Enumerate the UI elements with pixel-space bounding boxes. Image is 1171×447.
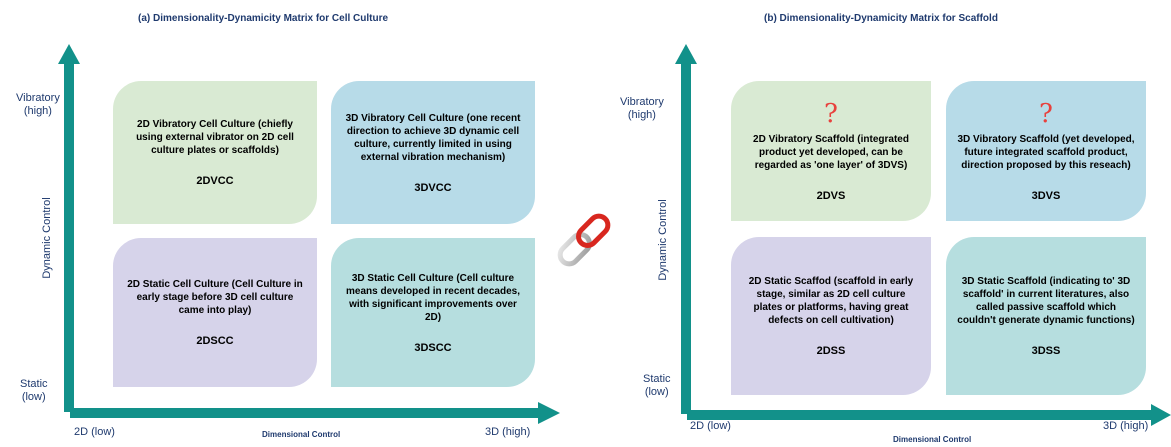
cell-code: 3DSCC (414, 341, 452, 354)
left-x-axis-arrowhead (538, 402, 560, 424)
cell-description: 2D Static Scaffod (scaffold in early sta… (748, 276, 914, 326)
left-y-axis-line (64, 62, 74, 412)
cell-description: 3D Vibratory Cell Culture (one recent di… (345, 112, 521, 163)
right-y-axis-arrowhead (675, 44, 697, 64)
right-x-axis-label: Dimensional Control (893, 435, 972, 444)
question-mark-icon: ? (824, 98, 838, 129)
cell-code: 3DSS (1031, 345, 1061, 357)
cell-2dscc: 2D Static Cell Culture (Cell Culture in … (113, 238, 317, 387)
cell-description: 3D Vibratory Scaffold (yet developed, fu… (957, 133, 1135, 171)
left-y-bottom-label: Static (low) (20, 378, 48, 403)
cell-3dss: 3D Static Scaffold (indicating to' 3D sc… (946, 237, 1146, 395)
cell-2dvs: ? 2D Vibratory Scaffold (integrated prod… (731, 81, 931, 221)
cell-code: 2DSS (816, 345, 846, 357)
question-mark-icon: ? (1039, 98, 1053, 129)
cell-code: 3DVCC (414, 181, 452, 194)
left-x-axis-label: Dimensional Control (262, 430, 341, 439)
left-x-axis-line (70, 408, 540, 418)
right-x-right-label: 3D (high) (1103, 420, 1149, 432)
cell-2dvcc: 2D Vibratory Cell Culture (chiefly using… (113, 81, 317, 224)
left-x-right-label: 3D (high) (485, 426, 531, 438)
cell-description: 2D Vibratory Cell Culture (chiefly using… (136, 119, 294, 156)
cell-description: 3D Static Cell Culture (Cell culture mea… (346, 272, 520, 323)
right-y-axis-line (681, 62, 691, 414)
left-x-left-label: 2D (low) (74, 426, 115, 438)
right-x-axis-line (687, 410, 1153, 420)
cell-code: 2DSCC (196, 335, 234, 347)
right-y-bottom-label: Static (low) (643, 373, 671, 398)
cell-code: 2DVCC (196, 175, 234, 187)
cell-3dscc: 3D Static Cell Culture (Cell culture mea… (331, 238, 535, 387)
left-panel-title: (a) Dimensionality-Dynamicity Matrix for… (138, 13, 389, 24)
cell-3dvcc: 3D Vibratory Cell Culture (one recent di… (331, 81, 535, 224)
cell-description: 2D Static Cell Culture (Cell Culture in … (127, 279, 303, 316)
right-x-axis-arrowhead (1151, 404, 1171, 426)
left-y-axis-arrowhead (58, 44, 80, 64)
right-panel-title: (b) Dimensionality-Dynamicity Matrix for… (764, 13, 998, 24)
right-y-top-label: Vibratory (high) (620, 96, 664, 121)
left-y-axis-label: Dynamic Control (41, 197, 53, 279)
cell-description: 2D Vibratory Scaffold (integrated produc… (753, 133, 909, 171)
cell-2dss: 2D Static Scaffod (scaffold in early sta… (731, 237, 931, 395)
left-y-top-label: Vibratory (high) (16, 92, 60, 117)
cell-3dvs: ? 3D Vibratory Scaffold (yet developed, … (946, 81, 1146, 221)
cell-code: 3DVS (1031, 189, 1061, 202)
right-x-left-label: 2D (low) (690, 420, 731, 432)
cell-code: 2DVS (816, 189, 846, 202)
cell-description: 3D Static Scaffold (indicating to' 3D sc… (957, 276, 1135, 326)
right-y-axis-label: Dynamic Control (657, 199, 669, 281)
chain-link-icon (557, 213, 611, 267)
